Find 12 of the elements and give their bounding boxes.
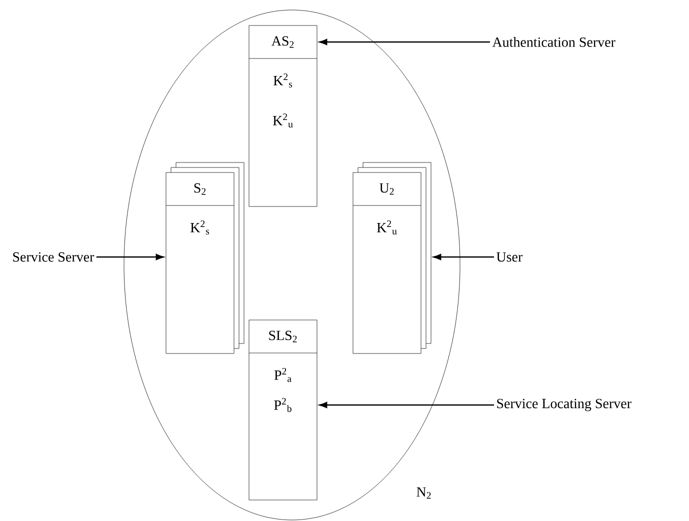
arrow	[319, 38, 490, 46]
server-box: U$_{2}$ K$^{2}$u	[352, 162, 432, 354]
label-text: Service Server	[13, 252, 94, 262]
arrow	[319, 402, 494, 408]
label-text: Service Locating Server	[497, 398, 632, 412]
arrow	[96, 254, 164, 260]
server-box: AS$_{2}$ K$^{2}$s K$^{2}$u	[248, 25, 318, 207]
label-text: Authentication Server	[492, 37, 616, 47]
server-box: S$_{2}$ K$^{2}$s	[166, 162, 244, 354]
label-text: User	[496, 252, 523, 262]
arrow	[433, 254, 494, 260]
server-box: SLS$_{2}$ P$^{2}$a P$^{2}$b	[248, 320, 318, 500]
